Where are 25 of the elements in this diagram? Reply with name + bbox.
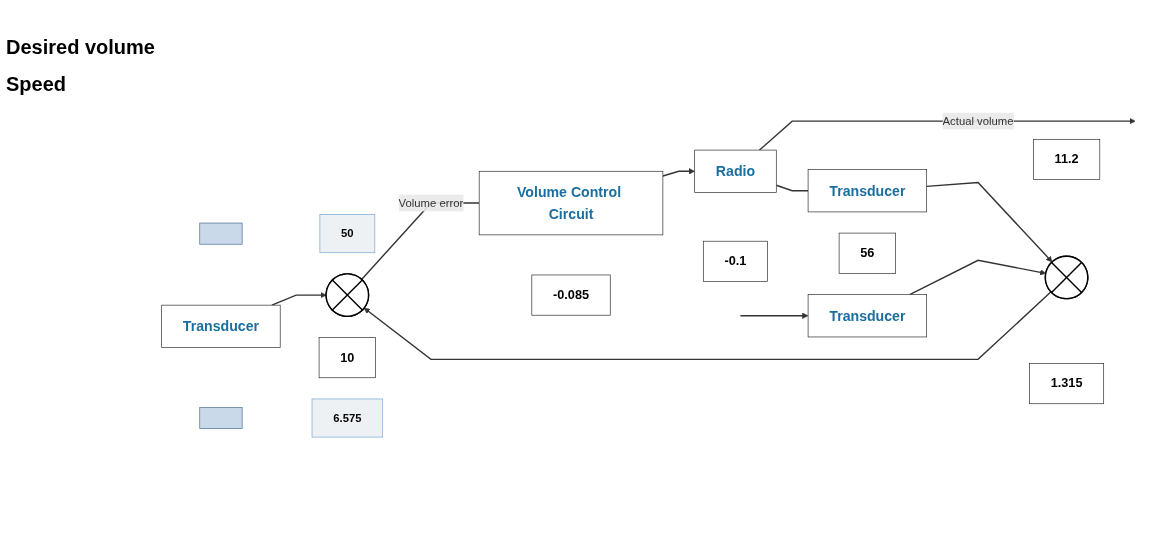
- arrow: [925, 182, 1053, 263]
- summing-junction: [325, 273, 370, 318]
- process-box: Transducer: [807, 294, 927, 338]
- summing-junction: [1044, 255, 1089, 300]
- slider-box: [199, 222, 243, 245]
- value-box: -0.1: [702, 241, 768, 282]
- value-display: 50: [319, 214, 376, 254]
- label-text: Speed: [6, 73, 68, 96]
- process-box: Volume Control Circuit: [478, 171, 664, 236]
- process-box: Radio: [694, 149, 777, 193]
- process-box: Transducer: [807, 169, 927, 213]
- label-text: Desired volume: [6, 36, 156, 59]
- process-box: Transducer: [161, 304, 281, 349]
- slider-box: [199, 407, 243, 430]
- value-box: -0.085: [531, 274, 611, 316]
- value-display: 6.575: [311, 398, 384, 438]
- arrow: [363, 291, 1052, 361]
- value-box: 56: [838, 232, 896, 274]
- value-box: 10: [318, 337, 376, 379]
- value-box: 1.315: [1029, 363, 1105, 405]
- connector-line: [775, 184, 809, 192]
- value-box: 11.2: [1033, 139, 1101, 181]
- arrow: [271, 292, 327, 306]
- arrow: [739, 312, 809, 319]
- arrow: [662, 168, 695, 177]
